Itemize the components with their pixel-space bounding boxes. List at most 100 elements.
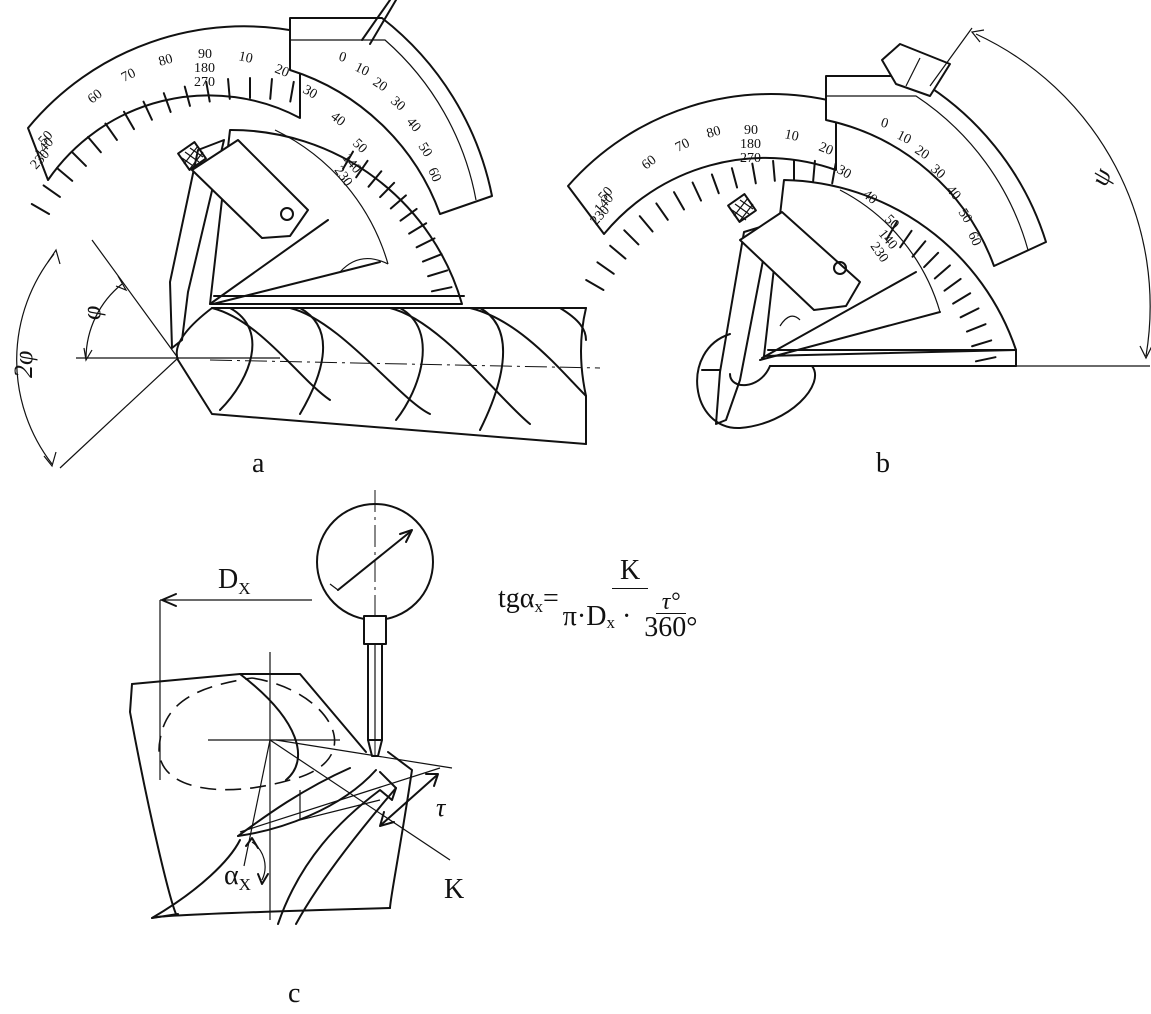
panel-b-tick-80: 80 <box>705 124 723 142</box>
formula-lhs: tgα <box>498 583 535 614</box>
panel-b-vernier-tick <box>974 356 997 363</box>
panel-a-vernier-0: 0 <box>337 50 348 66</box>
panel-b-tick-180: 180 <box>740 137 761 152</box>
panel-b-vernier-20: 20 <box>912 143 932 163</box>
psi-label: ψ <box>1085 164 1118 190</box>
k-label: K <box>444 874 464 905</box>
panel-a-blade <box>169 139 225 349</box>
panel-a-vernier-tick <box>408 222 428 235</box>
panel-a-tick-70: 70 <box>119 66 138 86</box>
panel-b-vernier-tick <box>952 292 972 305</box>
panel-b-tick-30: 30 <box>834 162 854 182</box>
panel-a-tick-10: 10 <box>237 49 254 67</box>
panel-b-tick-20: 20 <box>817 140 836 159</box>
panel-a-main-tick <box>289 80 295 103</box>
panel-b-protractor <box>567 43 1047 430</box>
panel-b-main-scale <box>567 93 837 235</box>
formula-equals: = <box>542 583 559 614</box>
panel-a-main-tick <box>104 122 118 141</box>
panel-b-label: b <box>876 448 890 479</box>
alpha-label: αX <box>224 860 251 894</box>
panel-a-vernier-50: 50 <box>415 140 435 160</box>
panel-b-tick-10: 10 <box>783 127 800 145</box>
panel-b-main-tick <box>730 167 739 189</box>
panel-a-vernier-tick <box>415 237 436 249</box>
panel-a-drill <box>175 307 601 445</box>
panel-a-main-scale <box>27 25 301 181</box>
panel-a-scale-ticks <box>30 77 453 293</box>
panel-b-vernier-tick <box>971 339 993 348</box>
tau-label: τ <box>436 793 447 822</box>
panel-b-main-tick <box>638 215 654 233</box>
panel-a-vernier-tick <box>342 150 354 170</box>
panel-b-tick-70: 70 <box>673 136 692 156</box>
dx-label: DX <box>218 564 251 598</box>
panel-b-main-tick <box>751 162 757 185</box>
panel-b-vernier-tick <box>911 240 927 258</box>
panel-a-vernier-tick <box>389 194 407 210</box>
panel-b-main-tick <box>655 202 669 221</box>
panel-b-vernier-tick <box>899 229 913 249</box>
panel-b-main-tick <box>812 159 816 182</box>
panel-a-main-tick <box>269 77 273 100</box>
panel-a-vernier-tick <box>430 286 453 293</box>
formula-tau-fraction: τ° 360° <box>644 590 698 643</box>
panel-a-main-tick <box>70 150 87 167</box>
panel-a-tick-80: 80 <box>157 52 175 70</box>
panel-a-main-tick <box>123 110 135 131</box>
panel-b-vernier-50: 50 <box>955 206 975 226</box>
panel-b-vernier-tick <box>886 220 898 240</box>
panel-b-main-tick <box>710 173 720 195</box>
panel-b-tick-90: 90 <box>744 123 758 138</box>
panel-a-vernier-60: 60 <box>424 166 443 185</box>
formula-den-dot: · <box>614 600 639 632</box>
panel-b-vernier-60: 60 <box>964 230 983 249</box>
panel-c-drill: DX τ K αX <box>129 490 464 925</box>
panel-b-main-tick <box>691 181 703 202</box>
panel-a-main-tick <box>55 167 74 182</box>
panel-a-main-tick <box>30 203 51 215</box>
panel-a-label: a <box>252 448 265 479</box>
panel-b-vernier-tick <box>959 307 980 319</box>
gauge-stem-collar <box>363 615 387 645</box>
panel-a-vernier-20: 20 <box>370 75 390 95</box>
panel-a-pointer <box>369 0 397 45</box>
panel-a-main-tick <box>162 92 172 113</box>
formula-tau-den: 360° <box>644 612 698 643</box>
formula-den-sub: x <box>606 612 615 632</box>
panel-b-top-knob <box>881 43 951 97</box>
panel-b-vernier-tick <box>933 264 951 280</box>
panel-a-main-tick <box>183 85 191 107</box>
panel-a-main-tick <box>42 184 61 198</box>
panel-a-vernier-plate <box>289 17 493 215</box>
panel-a-quadrant <box>209 128 463 305</box>
panel-b-main-tick <box>831 162 837 185</box>
panel-a-tick-20: 20 <box>273 62 292 81</box>
panel-b-vernier-plate <box>825 75 1047 267</box>
panel-b-screw <box>833 261 847 275</box>
panel-a-tick-90: 90 <box>198 47 212 62</box>
panel-b-quadrant <box>763 179 1017 357</box>
panel-a-blade-holder <box>191 139 309 239</box>
panel-a-vernier-tick <box>421 253 443 263</box>
panel-a-vernier-10: 10 <box>352 60 371 80</box>
formula-numerator: K <box>611 556 649 589</box>
panel-b-main-tick <box>609 244 627 260</box>
panel-b-vernier-0: 0 <box>879 116 890 132</box>
panel-b-main-tick <box>772 159 776 182</box>
panel-a-screw <box>280 207 294 221</box>
panel-c-label: c <box>288 978 300 1009</box>
panel-a-vernier-tick <box>427 269 449 278</box>
panel-a-main-tick <box>87 135 102 154</box>
panel-a-vernier-tick <box>399 207 418 222</box>
panel-a-tick-180: 180 <box>194 61 215 76</box>
formula-lhs-sub: x <box>534 597 543 616</box>
panel-a-main-tick <box>142 100 153 121</box>
panel-b-main-tick <box>585 279 605 291</box>
panel-b-vernier-tick <box>943 277 962 292</box>
phi-label: φ <box>77 306 106 320</box>
panel-b-vernier-tick <box>965 323 987 333</box>
